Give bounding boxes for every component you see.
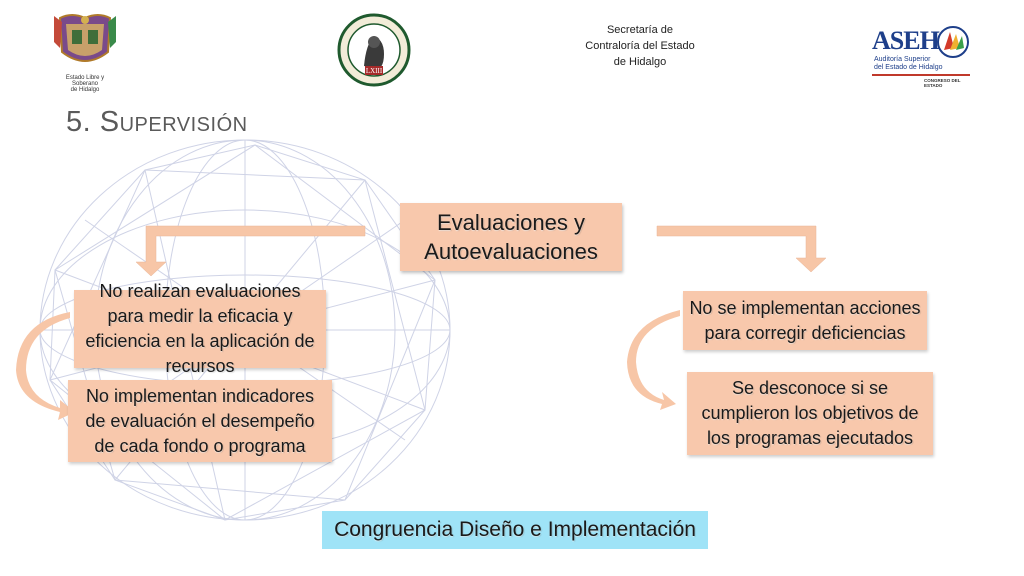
right-node-1: No se implementan acciones para corregir…: [683, 291, 927, 350]
aseh-caption: CONGRESO DEL ESTADO: [924, 78, 961, 88]
bottom-conclusion-banner: Congruencia Diseño e Implementación: [322, 511, 708, 549]
aseh-logo: ASEH Auditoría Superior del Estado de Hi…: [870, 24, 974, 88]
aseh-subtitle: Auditoría Superior del Estado de Hidalgo: [874, 56, 943, 72]
seal-icon: LXIII: [337, 13, 411, 87]
state-caption-line-2: de Hidalgo: [70, 87, 100, 93]
aseh-subtitle-line-1: Auditoría Superior: [874, 56, 931, 63]
aseh-divider: [872, 74, 970, 76]
right-curved-arrow: [627, 310, 680, 410]
left-node-1: No realizan evaluaciones para medir la e…: [74, 281, 326, 376]
right-node-2: Se desconoce si se cumplieron los objeti…: [687, 372, 933, 455]
secretaria-line-1: Secretaría de: [606, 24, 674, 36]
congress-seal-logo: LXIII: [337, 13, 411, 87]
right-connector-arrow: [656, 225, 827, 273]
secretaria-caption: Secretaría de Contraloría del Estado de …: [580, 22, 700, 70]
aseh-name: ASEH: [872, 26, 940, 55]
secretaria-line-2: Contraloría del Estado: [585, 40, 695, 52]
left-node-2: No implementan indicadores de evaluación…: [68, 380, 332, 462]
center-node-evaluaciones: Evaluaciones y Autoevaluaciones: [400, 203, 622, 271]
secretaria-line-3: de Hidalgo: [613, 56, 667, 68]
congress-numeral: LXIII: [366, 67, 383, 75]
left-connector-arrow: [135, 225, 366, 277]
aseh-subtitle-line-2: del Estado de Hidalgo: [874, 64, 943, 71]
shield-icon: [54, 14, 116, 62]
state-caption-line-1: Estado Libre y Soberano: [65, 75, 105, 87]
book-globe-icon: [937, 26, 969, 58]
hidalgo-shield-logo: Estado Libre y Soberano de Hidalgo: [52, 12, 118, 93]
left-curved-arrow: [16, 312, 75, 420]
section-title: 5. Supervisión: [66, 106, 248, 138]
